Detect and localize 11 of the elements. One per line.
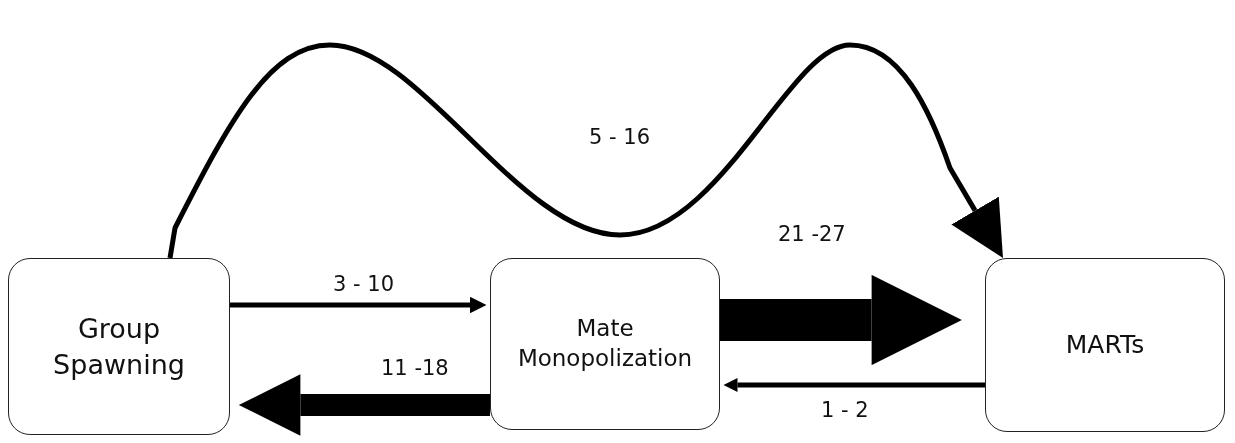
process-box xyxy=(490,258,720,430)
arrow xyxy=(167,42,1003,259)
node-label: MARTs xyxy=(1065,328,1145,361)
arrow xyxy=(720,274,962,366)
arrow xyxy=(723,378,985,392)
node-label: Group Spawning xyxy=(52,312,186,382)
arrow xyxy=(238,374,490,436)
arrow xyxy=(230,296,487,314)
process-box xyxy=(985,258,1225,432)
process-box xyxy=(8,258,230,435)
node-label: Mate Monopolization xyxy=(516,314,694,373)
